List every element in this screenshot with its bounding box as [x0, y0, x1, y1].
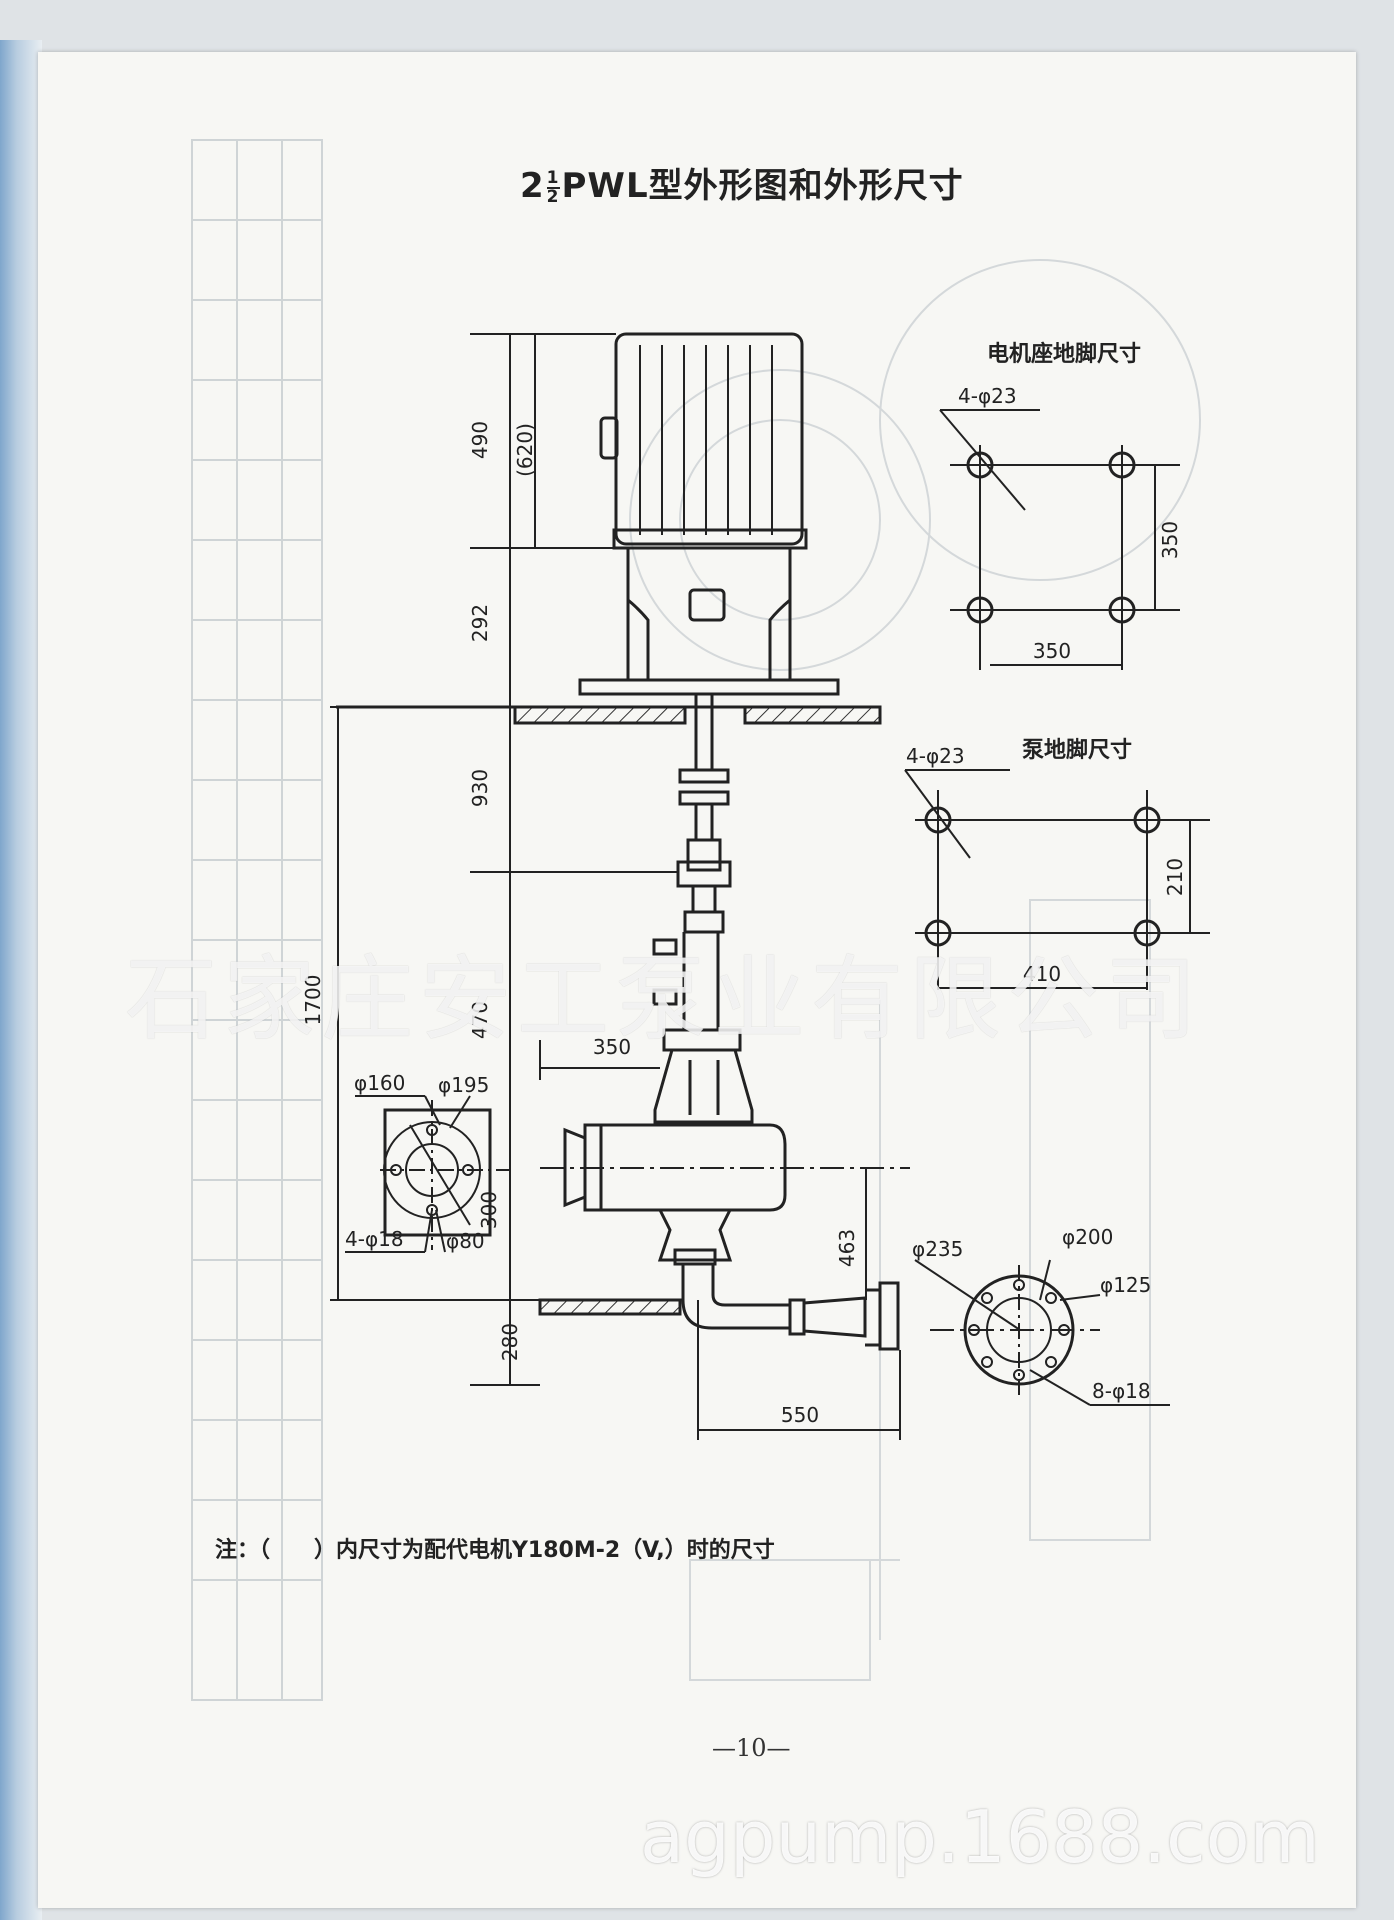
dim-motor-height-alt: (620): [513, 423, 537, 477]
dim-flange-height: 300: [477, 1191, 501, 1229]
pump-foot-heading: 泵地脚尺寸: [1022, 738, 1133, 763]
motor-foot-width: 350: [1033, 639, 1071, 663]
outlet-bolt-holes: 8-φ18: [1092, 1379, 1151, 1403]
inlet-flange-view: [345, 1095, 510, 1253]
dim-motor-height: 490: [468, 421, 492, 459]
pump-foot-height: 210: [1163, 858, 1187, 896]
dim-inlet-height: 463: [835, 1229, 859, 1267]
dim-column-length: 470: [468, 1001, 492, 1039]
company-watermark: 石家庄安工泵业有限公司: [125, 946, 1204, 1053]
dim-outlet-offset: 350: [593, 1035, 631, 1059]
title-text: PWL型外形图和外形尺寸: [561, 166, 964, 206]
motor-foot-heading: 电机座地脚尺寸: [987, 342, 1142, 367]
dim-bracket-height: 292: [468, 604, 492, 642]
inlet-bore: φ80: [446, 1229, 485, 1253]
drawing-note: 注：（ ）内尺寸为配代电机Y180M-2（V,）时的尺寸: [215, 1538, 775, 1563]
outlet-outer-diameter: φ235: [912, 1237, 963, 1261]
title-prefix: 2: [520, 166, 545, 206]
motor: [599, 332, 808, 550]
motor-bracket: [578, 548, 840, 696]
document-page: [38, 52, 1356, 1908]
dim-discharge-length: 550: [781, 1403, 819, 1427]
url-watermark: agpump.1688.com: [640, 1795, 1320, 1879]
inlet-bolt-holes: 4-φ18: [345, 1227, 404, 1251]
outlet-bore: φ125: [1100, 1273, 1151, 1297]
pump-foot-width: 410: [1023, 962, 1061, 986]
outlet-bolt-circle: φ200: [1062, 1225, 1113, 1249]
pump-foot-holes: 4-φ23: [906, 744, 965, 768]
title-fraction-denominator: 2: [546, 186, 560, 207]
inlet-outer-diameter: φ195: [438, 1073, 489, 1097]
motor-foot-height: 350: [1158, 521, 1182, 559]
inlet-bolt-circle: φ160: [354, 1071, 405, 1095]
floor-slab: [336, 705, 882, 725]
dim-foot-height: 280: [498, 1323, 522, 1361]
motor-foot-plan: [939, 409, 1180, 670]
page-edge-shadow: [0, 40, 42, 1920]
title-fraction-numerator: 1: [546, 167, 560, 189]
motor-foot-holes: 4-φ23: [958, 384, 1017, 408]
dim-shaft-length: 930: [468, 769, 492, 807]
pump-casing: [540, 1028, 910, 1330]
bleed-through-table: [191, 139, 323, 1701]
outlet-flange-view: [914, 1259, 1170, 1406]
pump-shaft: [652, 694, 732, 1030]
dimension-lines: [330, 333, 901, 1440]
dim-total-height: 1700: [301, 975, 325, 1026]
pump-foot-plan: [904, 769, 1210, 990]
foundation: [538, 1298, 682, 1316]
page-number: —10—: [712, 1734, 791, 1762]
